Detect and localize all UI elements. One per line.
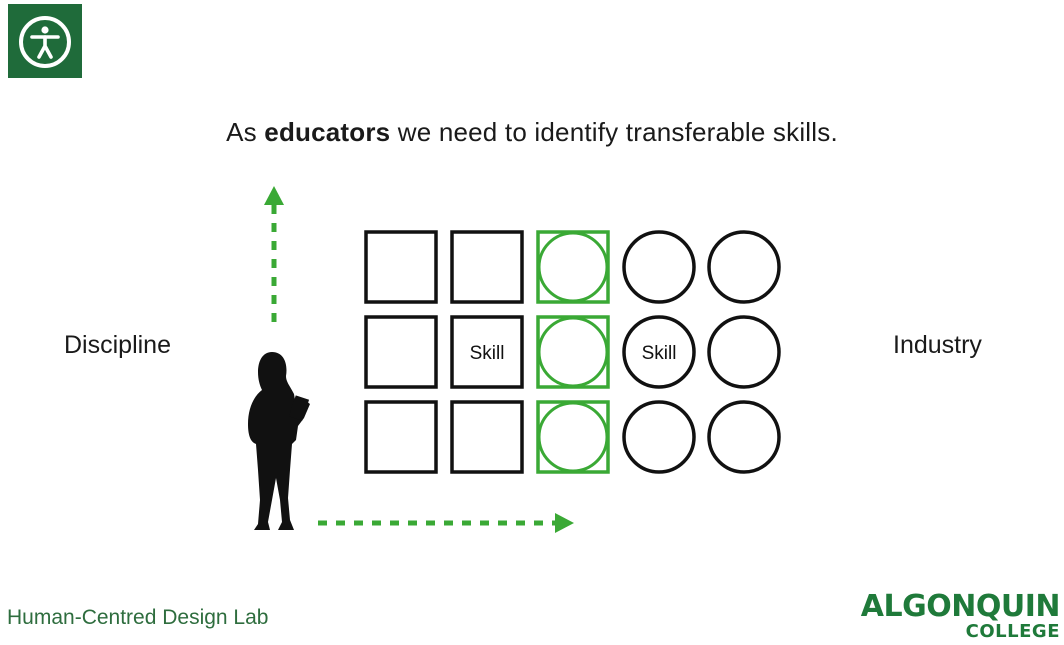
grid-cell-square xyxy=(364,400,438,474)
accessibility-badge xyxy=(8,4,82,78)
grid-cell-square xyxy=(364,315,438,389)
grid-cell-green-square-circle xyxy=(536,315,610,389)
grid-cell-green-square-circle xyxy=(536,400,610,474)
headline-emphasis: educators xyxy=(264,117,391,147)
industry-label: Industry xyxy=(893,331,982,359)
arrow-right-icon xyxy=(318,513,574,533)
skill-label: Skill xyxy=(470,343,505,364)
college-logo: ALGONQUIN COLLEGE xyxy=(860,589,1061,642)
headline-prefix: As xyxy=(226,117,265,147)
grid-cell-square xyxy=(450,400,524,474)
skill-label: Skill xyxy=(642,343,677,364)
grid-cell-circle xyxy=(622,230,696,304)
headline: As educators we need to identify transfe… xyxy=(0,117,1064,148)
discipline-label: Discipline xyxy=(64,331,171,359)
grid-cell-square xyxy=(450,230,524,304)
skills-grid: Skill Skill xyxy=(364,230,781,474)
arrow-up-icon xyxy=(264,186,284,322)
logo-sub-text: COLLEGE xyxy=(965,621,1060,642)
accessibility-icon xyxy=(19,16,71,68)
grid-cell-green-square-circle xyxy=(536,230,610,304)
grid-cell-circle xyxy=(622,315,696,389)
student-silhouette-icon xyxy=(248,352,310,530)
grid-cell-circle xyxy=(707,400,781,474)
grid-cell-square xyxy=(450,315,524,389)
grid-cell-circle xyxy=(707,230,781,304)
grid-cell-circle xyxy=(707,315,781,389)
grid-cell-square xyxy=(364,230,438,304)
logo-main-text: ALGONQUIN xyxy=(860,589,1061,624)
lab-name: Human-Centred Design Lab xyxy=(7,606,269,629)
headline-suffix: we need to identify transferable skills. xyxy=(390,117,838,147)
grid-cell-circle xyxy=(622,400,696,474)
